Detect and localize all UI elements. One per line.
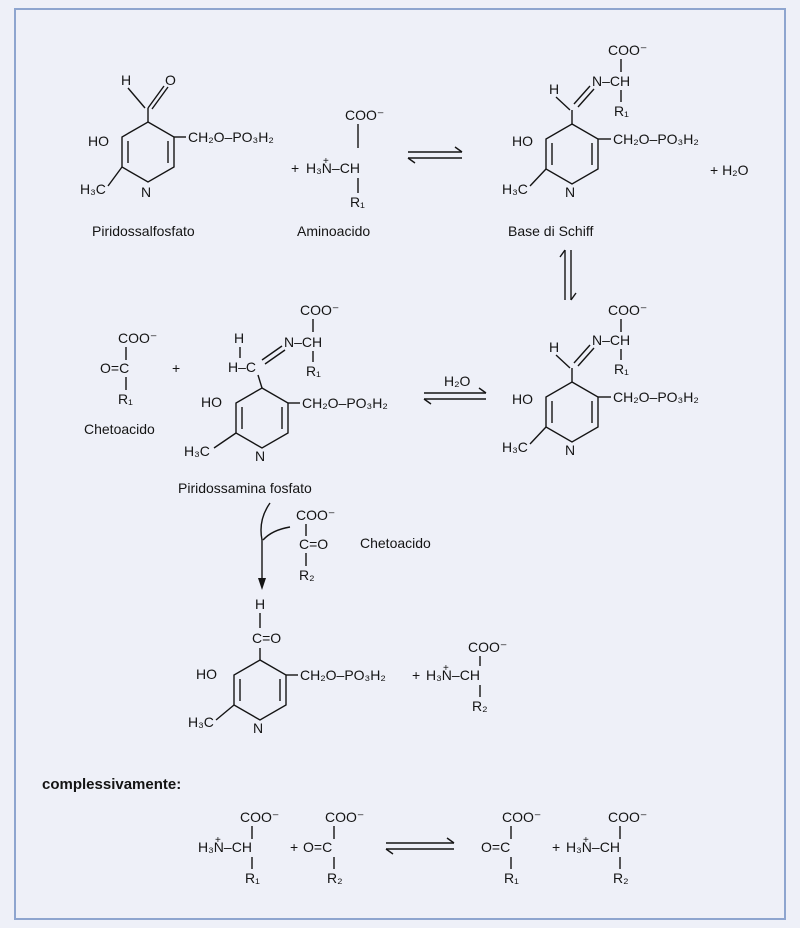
side-chain-r2: R₂	[299, 567, 315, 583]
methyl-group: H₃C	[502, 181, 528, 197]
carboxylate: COO⁻	[240, 809, 279, 825]
pyridoxal-phosphate-regenerated: H C=O HO CH₂O–PO₃H₂ H₃C N	[188, 596, 386, 736]
carboxylate: COO⁻	[468, 639, 507, 655]
ring-nitrogen: N	[565, 442, 575, 458]
overall-ketoacid-1: COO⁻ O=C R₁	[481, 809, 541, 886]
phosphate-side-chain: CH₂O–PO₃H₂	[188, 129, 274, 145]
ammonium-charge: +	[443, 663, 449, 674]
ammonium-charge: +	[583, 835, 589, 846]
phosphate-side-chain: CH₂O–PO₃H₂	[613, 131, 699, 147]
keto-group: O=C	[100, 360, 129, 376]
curved-arrow	[258, 502, 291, 590]
side-chain-r1: R₁	[245, 870, 260, 886]
carboxylate: COO⁻	[296, 507, 335, 523]
ketoacid-structure-2: COO⁻ C=O R₂	[296, 507, 335, 583]
hydroxy-group: HO	[201, 394, 222, 410]
ketoacid-structure-1: COO⁻ O=C R₁	[100, 330, 157, 407]
side-chain-r1: R₁	[118, 391, 133, 407]
carboxylate: COO⁻	[300, 302, 339, 318]
phosphate-side-chain: CH₂O–PO₃H₂	[613, 389, 699, 405]
keto-group: O=C	[481, 839, 510, 855]
imine-n-ch: N–CH	[592, 73, 630, 89]
plus-sign: +	[290, 839, 298, 855]
ammonium-ch: H₃N–CH	[306, 160, 360, 176]
label-aminoacido: Aminoacido	[297, 223, 370, 239]
plus-sign: +	[552, 839, 560, 855]
phosphate-side-chain: CH₂O–PO₃H₂	[302, 395, 388, 411]
methine-hc: H–C	[228, 359, 256, 375]
keto-group: C=O	[299, 536, 328, 552]
phosphate-side-chain: CH₂O–PO₃H₂	[300, 667, 386, 683]
side-chain-r2: R₂	[613, 870, 629, 886]
carboxylate: COO⁻	[325, 809, 364, 825]
aldehyde-h: H	[121, 72, 131, 88]
carboxylate: COO⁻	[608, 42, 647, 58]
imine-h: H	[549, 339, 559, 355]
side-chain-r1: R₁	[306, 363, 321, 379]
label-piridossalfosfato: Piridossalfosfato	[92, 223, 195, 239]
methyl-group: H₃C	[80, 181, 106, 197]
label-chetoacido-1: Chetoacido	[84, 421, 155, 437]
hydroxy-group: HO	[512, 391, 533, 407]
schiff-base-structure-middle: COO⁻ N–CH R₁ H H–C HO CH₂O–PO₃H₂ H₃C N	[184, 302, 388, 464]
aldehyde-h: H	[255, 596, 265, 612]
carboxylate: COO⁻	[118, 330, 157, 346]
side-chain-r2: R₂	[472, 698, 488, 714]
ammonium-ch: H₃N–CH	[426, 667, 480, 683]
plus-sign: +	[412, 667, 420, 683]
methine-h: H	[234, 330, 244, 346]
label-chetoacido-2: Chetoacido	[360, 535, 431, 551]
equilibrium-arrow-1	[407, 146, 463, 164]
side-chain-r2: R₂	[327, 870, 343, 886]
pyridoxal-phosphate-structure: H O HO CH₂O–PO₃H₂ H₃C N	[80, 72, 274, 200]
ammonium-charge: +	[215, 835, 221, 846]
equilibrium-arrow-overall	[385, 837, 455, 855]
schiff-base-structure-right: COO⁻ N–CH R₁ H HO CH₂O–PO₃H₂ H₃C N	[502, 302, 699, 458]
aldehyde-c-o: C=O	[252, 630, 281, 646]
methyl-group: H₃C	[188, 714, 214, 730]
keto-group: O=C	[303, 839, 332, 855]
side-chain-r1: R₁	[350, 194, 365, 210]
equilibrium-arrow-2: H₂O	[423, 373, 487, 405]
imine-n-ch: N–CH	[284, 334, 322, 350]
ring-nitrogen: N	[565, 184, 575, 200]
carboxylate: COO⁻	[345, 107, 384, 123]
plus-sign: +	[172, 360, 180, 376]
plus-sign: +	[291, 160, 299, 176]
overall-aminoacid-2: COO⁻ H₃N–CH + R₂	[566, 809, 647, 886]
equilibrium-arrow-vertical	[559, 249, 577, 301]
hydroxy-group: HO	[88, 133, 109, 149]
overall-ketoacid-2: COO⁻ O=C R₂	[303, 809, 364, 886]
water-product: + H₂O	[710, 162, 749, 178]
ring-nitrogen: N	[255, 448, 265, 464]
methyl-group: H₃C	[502, 439, 528, 455]
side-chain-r1: R₁	[504, 870, 519, 886]
carboxylate: COO⁻	[608, 809, 647, 825]
overall-aminoacid-1: COO⁻ H₃N–CH + R₁	[198, 809, 279, 886]
water-reactant: H₂O	[444, 373, 471, 389]
side-chain-r1: R₁	[614, 103, 629, 119]
aminoacid-structure: COO⁻ + H₃N–CH + R₁	[291, 107, 384, 210]
ring-nitrogen: N	[253, 720, 263, 736]
ammonium-ch: H₃N–CH	[566, 839, 620, 855]
ammonium-ch: H₃N–CH	[198, 839, 252, 855]
aminoacid-product: COO⁻ H₃N–CH + R₂	[426, 639, 507, 714]
hydroxy-group: HO	[512, 133, 533, 149]
imine-h: H	[549, 81, 559, 97]
ring-nitrogen: N	[141, 184, 151, 200]
imine-n-ch: N–CH	[592, 332, 630, 348]
label-piridossamina: Piridossamina fosfato	[178, 480, 312, 496]
hydroxy-group: HO	[196, 666, 217, 682]
carboxylate: COO⁻	[502, 809, 541, 825]
label-base-schiff: Base di Schiff	[508, 223, 593, 239]
carboxylate: COO⁻	[608, 302, 647, 318]
figure-frame	[14, 8, 786, 920]
aldehyde-o: O	[165, 72, 176, 88]
methyl-group: H₃C	[184, 443, 210, 459]
side-chain-r1: R₁	[614, 361, 629, 377]
ammonium-charge: +	[323, 156, 329, 167]
label-complessivamente: complessivamente:	[42, 776, 181, 793]
schiff-base-structure: COO⁻ N–CH R₁ H HO CH₂O–PO₃H₂ H₃C N	[502, 42, 699, 200]
